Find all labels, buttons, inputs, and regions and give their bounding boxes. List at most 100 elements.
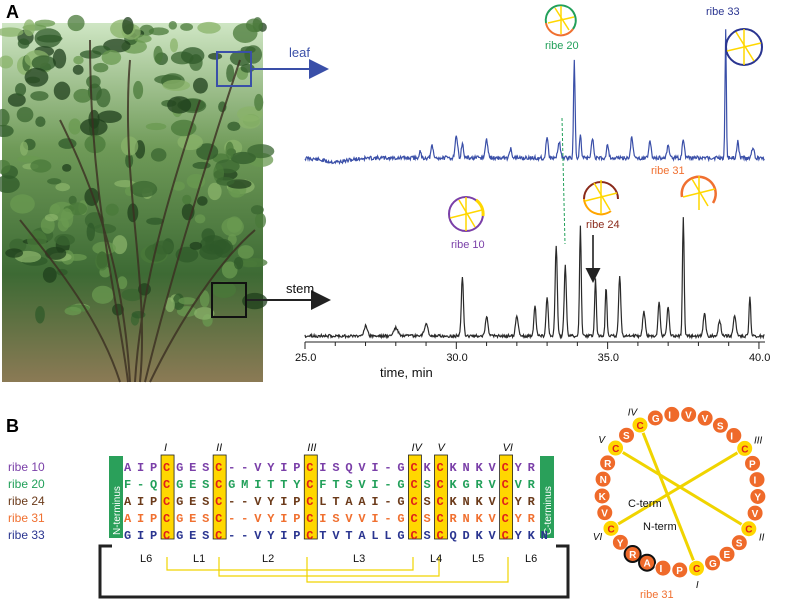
residue: C [163, 461, 170, 475]
residue: C [306, 478, 313, 492]
residue: S [202, 461, 209, 475]
tick-label-25.0: 25.0 [295, 352, 316, 364]
residue: S [202, 512, 209, 526]
residue: I [319, 461, 326, 475]
roman-VI: VI [503, 442, 513, 454]
ring-residue: V [702, 414, 709, 425]
residue: I [280, 529, 287, 543]
ring-residue: R [604, 459, 612, 470]
ring-bead [718, 545, 736, 563]
residue: S [332, 512, 339, 526]
residue: - [384, 461, 391, 475]
residue: N [541, 529, 548, 543]
residue: P [293, 495, 300, 509]
ring-bead [654, 559, 672, 577]
ring-residue: C [612, 444, 619, 455]
ring-bead [593, 487, 611, 505]
ring-residue: C [741, 444, 748, 455]
residue: I [137, 512, 144, 526]
residue: R [528, 495, 536, 509]
residue: N [463, 495, 470, 509]
leaf-selection-box [216, 51, 252, 87]
ring-residue: V [601, 509, 608, 520]
residue: P [150, 529, 157, 543]
ring-bead [736, 439, 754, 457]
residue: K [476, 495, 484, 509]
residue: C [410, 512, 417, 526]
residue: Y [293, 478, 301, 492]
residue: R [528, 461, 536, 475]
residue: V [345, 512, 353, 526]
ring-bead [631, 416, 649, 434]
residue: C [502, 512, 509, 526]
residue: A [124, 512, 132, 526]
residue: L [319, 495, 326, 509]
residue: S [423, 512, 430, 526]
ring-residue: R [629, 550, 637, 561]
residue: Y [515, 529, 523, 543]
ring-residue: P [676, 566, 683, 577]
ring-residue: C [607, 524, 614, 535]
residue: C [306, 512, 313, 526]
ring-bead [646, 409, 664, 427]
residue: C [215, 478, 222, 492]
ring-bead [696, 409, 714, 427]
ring-bead [688, 559, 706, 577]
residue: V [254, 495, 262, 509]
residue: S [423, 478, 430, 492]
sequence-name-2: ribe 24 [8, 494, 45, 508]
ring-roman-III: III [754, 435, 763, 446]
ribe24-cyclic-icon [583, 180, 619, 216]
sequence-name-1: ribe 20 [8, 477, 45, 491]
cys-column-5 [434, 454, 448, 540]
residue: P [150, 512, 157, 526]
ribe33-cyclic-icon [725, 28, 763, 66]
residue: C [410, 495, 417, 509]
residue: P [293, 461, 300, 475]
cysteine-column-boxes [160, 454, 513, 540]
residue: Y [515, 461, 523, 475]
residue: K [476, 529, 484, 543]
residue: S [202, 478, 209, 492]
residue: I [319, 512, 326, 526]
ribe31-cyclic-icon [680, 175, 717, 210]
residue: I [137, 495, 144, 509]
residue: C [410, 478, 417, 492]
residue: V [358, 461, 366, 475]
residue: E [189, 512, 196, 526]
residue: - [228, 461, 235, 475]
ring-residue: S [623, 431, 630, 442]
residue: R [528, 512, 536, 526]
ring-residue: C [745, 525, 752, 536]
svg-text:C-terminus: C-terminus [543, 486, 554, 535]
roman-I: I [164, 442, 167, 454]
residue: P [150, 461, 157, 475]
residue: S [345, 478, 352, 492]
residue: C [215, 512, 222, 526]
sequence-name-3: ribe 31 [8, 511, 45, 525]
residue: C [215, 461, 222, 475]
residue: K [450, 461, 458, 475]
ring-bead [623, 544, 642, 563]
residue: C [306, 529, 313, 543]
ring-bead [596, 504, 614, 522]
tick-label-30.0: 30.0 [446, 352, 467, 364]
residue: S [423, 495, 430, 509]
residue: C [502, 495, 509, 509]
residue: I [371, 495, 378, 509]
residue: I [371, 478, 378, 492]
residue: - [137, 478, 144, 492]
residue: K [476, 461, 484, 475]
residue: L [384, 529, 391, 543]
roman-V: V [437, 442, 446, 454]
ring-residue: G [652, 414, 660, 425]
residue: D [463, 529, 470, 543]
ring-residue: P [749, 459, 756, 470]
residue: G [397, 478, 404, 492]
ring-residue: I [668, 410, 671, 421]
residue: C [436, 529, 443, 543]
ring-bead [730, 534, 748, 552]
residue: Y [267, 529, 275, 543]
